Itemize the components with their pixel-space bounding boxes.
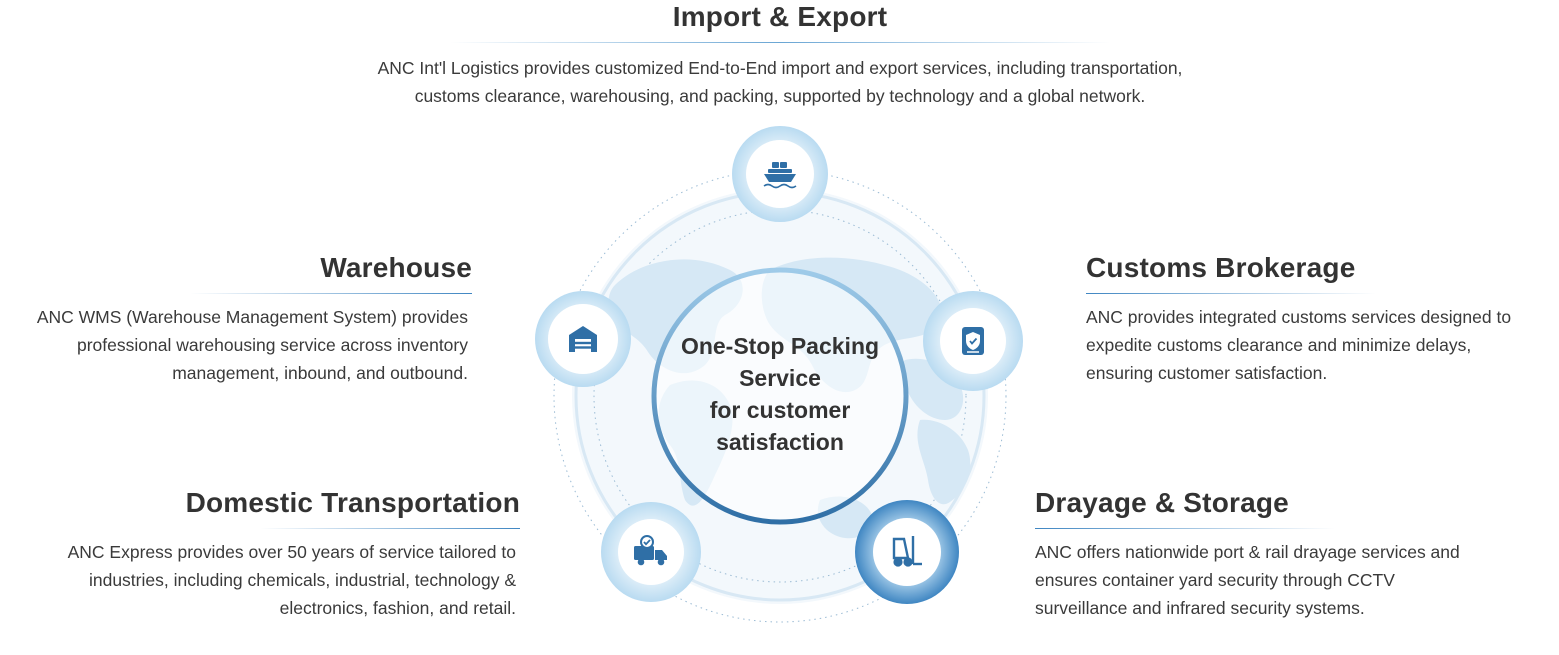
node-warehouse [535, 291, 631, 387]
domestic-transportation-title: Domestic Transportation [185, 487, 520, 518]
description-line: ensures container yard security through … [1035, 570, 1395, 590]
domestic-transportation-divider [260, 528, 520, 529]
description-line: ANC provides integrated customs services… [1086, 307, 1512, 327]
service-cycle-graphic [535, 126, 1023, 623]
node-domestic-transportation [601, 502, 701, 602]
node-customs-brokerage [923, 291, 1023, 391]
description-line: electronics, fashion, and retail. [279, 598, 516, 618]
description-line: management, inbound, and outbound. [172, 363, 468, 383]
description-line: ANC Int'l Logistics provides customized … [377, 58, 1183, 78]
warehouse-divider [190, 293, 472, 294]
description-line: surveillance and infrared security syste… [1035, 598, 1365, 618]
customs-brokerage-divider [1086, 293, 1376, 294]
description-line: ANC Express provides over 50 years of se… [67, 542, 516, 562]
dotted-orbit-inner [593, 209, 967, 583]
domestic-transportation-description: ANC Express provides over 50 years of se… [0, 538, 520, 622]
drayage-storage-section: Drayage & Storage ANC offers nationwide … [1035, 486, 1515, 622]
domestic-transportation-section: Domestic Transportation ANC Express prov… [0, 486, 520, 622]
description-line: ANC offers nationwide port & rail drayag… [1035, 542, 1460, 562]
import-export-title: Import & Export [672, 1, 888, 32]
delivery-truck-icon [634, 535, 667, 566]
shield-document-icon [962, 327, 984, 355]
warehouse-description: ANC WMS (Warehouse Management System) pr… [0, 303, 472, 387]
dotted-orbit-outer [553, 169, 1007, 623]
warehouse-title: Warehouse [320, 252, 472, 283]
import-export-divider [450, 42, 1110, 43]
cargo-ship-icon [763, 162, 797, 189]
description-line: ANC WMS (Warehouse Management System) pr… [36, 307, 468, 327]
node-drayage-storage [855, 500, 959, 604]
node-import-export [732, 126, 828, 222]
customs-brokerage-section: Customs Brokerage ANC provides integrate… [1086, 251, 1556, 387]
center-ring [651, 267, 909, 525]
center-line: Service [739, 365, 821, 391]
center-statement: One-Stop Packing Service for customer sa… [667, 330, 893, 458]
drayage-storage-title: Drayage & Storage [1035, 487, 1289, 518]
center-line: for customer [709, 397, 851, 423]
drayage-storage-description: ANC offers nationwide port & rail drayag… [1035, 538, 1515, 622]
customs-brokerage-title: Customs Brokerage [1086, 252, 1356, 283]
service-cycle-diagram: One-Stop Packing Service for customer sa… [520, 120, 1040, 650]
description-line: ensuring customer satisfaction. [1086, 363, 1328, 383]
import-export-description: ANC Int'l Logistics provides customized … [300, 54, 1260, 110]
description-line: industries, including chemicals, industr… [88, 570, 516, 590]
warehouse-icon [569, 326, 597, 352]
center-circle-fill [654, 270, 906, 522]
customs-brokerage-description: ANC provides integrated customs services… [1086, 303, 1556, 387]
warehouse-section: Warehouse ANC WMS (Warehouse Management … [0, 251, 472, 387]
center-line: One-Stop Packing [680, 333, 880, 359]
description-line: expedite customs clearance and minimize … [1086, 335, 1472, 355]
drayage-storage-divider [1035, 528, 1335, 529]
center-line: satisfaction [716, 429, 844, 455]
import-export-section: Import & Export ANC Int'l Logistics prov… [300, 0, 1260, 110]
description-line: professional warehousing service across … [76, 335, 468, 355]
forklift-icon [892, 536, 922, 567]
description-line: customs clearance, warehousing, and pack… [414, 86, 1146, 106]
